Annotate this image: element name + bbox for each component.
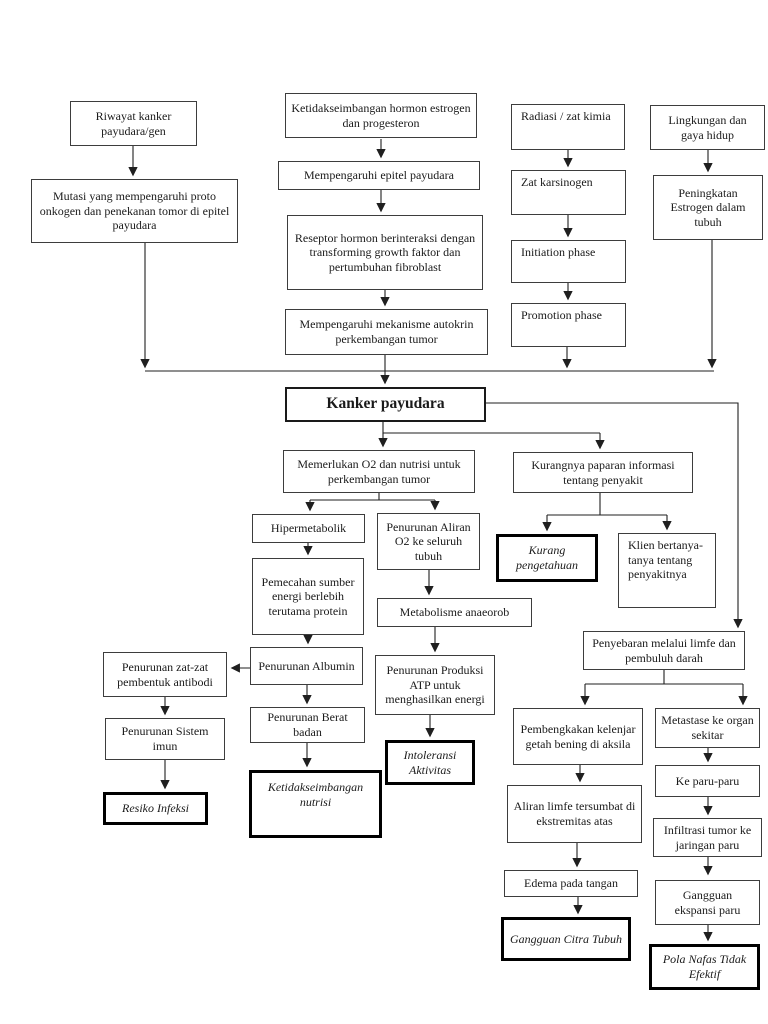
node-hipermetabolik: Hipermetabolik <box>252 514 365 543</box>
node-aliran-o2: Penurunan Aliran O2 ke seluruh tubuh <box>377 513 480 570</box>
node-pola-nafas: Pola Nafas Tidak Efektif <box>649 944 760 990</box>
node-memerlukan: Memerlukan O2 dan nutrisi untuk perkemba… <box>283 450 475 493</box>
node-lingkungan: Lingkungan dan gaya hidup <box>650 105 765 150</box>
node-kurangnya: Kurangnya paparan informasi tentang peny… <box>513 452 693 493</box>
node-intoleransi-aktivitas: Intoleransi Aktivitas <box>385 740 475 785</box>
node-antibodi: Penurunan zat-zat pembentuk antibodi <box>103 652 227 697</box>
node-gangguan-ekspansi: Gangguan ekspansi paru <box>655 880 760 925</box>
node-resiko-infeksi: Resiko Infeksi <box>103 792 208 825</box>
node-sistem-imun: Penurunan Sistem imun <box>105 718 225 760</box>
node-pemecahan: Pemecahan sumber energi berlebih terutam… <box>252 558 364 635</box>
node-initiation: Initiation phase <box>511 240 626 283</box>
node-metabolisme: Metabolisme anaeorob <box>377 598 532 627</box>
node-autokrin: Mempengaruhi mekanisme autokrin perkemba… <box>285 309 488 355</box>
node-reseptor: Reseptor hormon berinteraksi dengan tran… <box>287 215 483 290</box>
node-edema: Edema pada tangan <box>504 870 638 897</box>
node-ketidakseimbangan-nutrisi: Ketidakseimbangan nutrisi <box>249 770 382 838</box>
node-karsinogen: Zat karsinogen <box>511 170 626 215</box>
node-peningkatan: Peningkatan Estrogen dalam tubuh <box>653 175 763 240</box>
node-epitel: Mempengaruhi epitel payudara <box>278 161 480 190</box>
node-promotion: Promotion phase <box>511 303 626 347</box>
node-albumin: Penurunan Albumin <box>250 647 363 685</box>
node-aliran-limfe: Aliran limfe tersumbat di ekstremitas at… <box>507 785 642 843</box>
node-kanker-payudara: Kanker payudara <box>285 387 486 422</box>
node-berat-badan: Penurunan Berat badan <box>250 707 365 743</box>
node-gangguan-citra-tubuh: Gangguan Citra Tubuh <box>501 917 631 961</box>
node-riwayat: Riwayat kanker payudara/gen <box>70 101 197 146</box>
node-klien: Klien bertanya-tanya tentang penyakitnya <box>618 533 716 608</box>
node-atp: Penurunan Produksi ATP untuk menghasilka… <box>375 655 495 715</box>
node-ke-paru: Ke paru-paru <box>655 765 760 797</box>
node-infiltrasi: Infiltrasi tumor ke jaringan paru <box>653 818 762 857</box>
node-hormon: Ketidakseimbangan hormon estrogen dan pr… <box>285 93 477 138</box>
node-pembengkakan: Pembengkakan kelenjar getah bening di ak… <box>513 708 643 765</box>
node-metastase: Metastase ke organ sekitar <box>655 708 760 748</box>
node-kurang-pengetahuan: Kurang pengetahuan <box>496 534 598 582</box>
node-penyebaran: Penyebaran melalui limfe dan pembuluh da… <box>583 631 745 670</box>
node-mutasi: Mutasi yang mempengaruhi proto onkogen d… <box>31 179 238 243</box>
node-radiasi: Radiasi / zat kimia <box>511 104 625 150</box>
